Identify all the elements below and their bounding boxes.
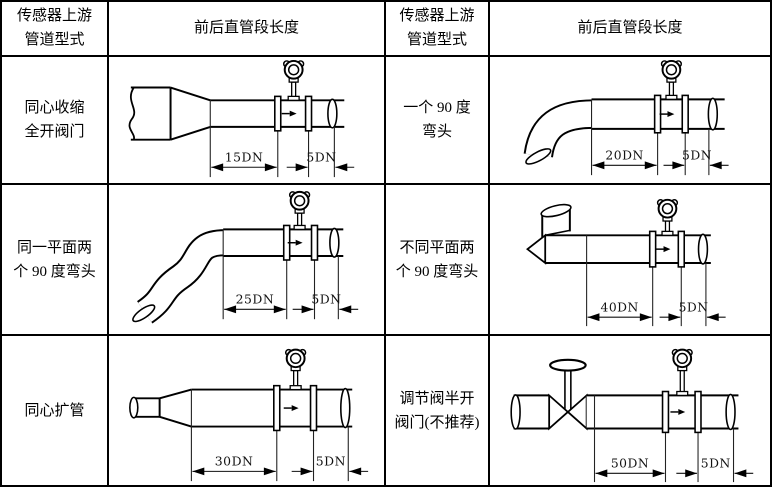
diagram-single-90-degree-elbow: 20DN 5DN: [523, 59, 729, 176]
flow-direction-arrow: [287, 239, 303, 246]
diagram-two-90-degree-elbows-different-planes: 40DN 5DN: [526, 198, 726, 327]
row-label-half-open-control-valve: 调节阀半开 阀门(不推荐): [386, 336, 490, 485]
diagram-cell: 50DN 5DN: [490, 336, 770, 485]
header-line: 管道型式: [406, 31, 467, 48]
downstream-dimension-label: 5DN: [701, 457, 731, 471]
upstream-dimension-label: 20DN: [605, 148, 643, 162]
header-straight-length-right: 前后直管段长度: [490, 2, 770, 57]
flow-direction-arrow: [283, 405, 299, 411]
upstream-dimension-label: 30DN: [215, 455, 254, 469]
diagram-cell: 20DN 5DN: [490, 57, 770, 185]
row-label-single-90-elbow: 一个 90 度 弯头: [386, 57, 490, 185]
header-line: 前后直管段长度: [193, 19, 299, 36]
flow-direction-arrow: [281, 110, 297, 117]
downstream-dimension-label: 5DN: [311, 292, 341, 306]
upstream-dimension-label: 25DN: [236, 292, 275, 306]
diagram-two-90-degree-elbows-same-plane: 25DN 5DN: [132, 190, 359, 324]
flowmeter-icon: [284, 348, 307, 391]
upstream-dimension-label: 40DN: [601, 300, 639, 314]
header-line: 传感器上游: [399, 8, 475, 25]
flow-direction-arrow: [670, 409, 686, 415]
diagram-cell: 40DN 5DN: [490, 185, 770, 336]
flow-direction-arrow: [659, 111, 675, 118]
downstream-dimension-label: 5DN: [679, 300, 709, 314]
header-line: 前后直管段长度: [577, 19, 683, 36]
header-upstream-type-right: 传感器上游 管道型式: [386, 2, 490, 57]
upstream-dimension-label: 50DN: [611, 457, 649, 471]
diagram-concentric-expander: 30DN 5DN: [129, 348, 369, 482]
downstream-dimension-label: 5DN: [306, 150, 336, 164]
flowmeter-icon: [660, 59, 683, 100]
row-label-two-elbows-different-planes: 不同平面两 个 90 度弯头: [386, 185, 490, 336]
diagram-cell: 30DN 5DN: [109, 336, 386, 485]
flowmeter-icon: [656, 198, 679, 236]
flowmeter-icon: [671, 348, 693, 397]
diagram-concentric-reducer: 15DN 5DN: [128, 59, 355, 178]
header-straight-length-left: 前后直管段长度: [109, 2, 386, 57]
flow-direction-arrow: [655, 246, 671, 253]
header-upstream-type-left: 传感器上游 管道型式: [2, 2, 109, 57]
flowmeter-icon: [282, 59, 305, 101]
downstream-dimension-label: 5DN: [682, 148, 712, 162]
diagram-cell: 25DN 5DN: [109, 185, 386, 336]
upstream-dimension-label: 15DN: [225, 150, 264, 164]
diagram-half-open-control-valve: 50DN 5DN: [510, 348, 754, 483]
diagram-cell: 15DN 5DN: [109, 57, 386, 185]
flowmeter-icon: [288, 190, 311, 231]
row-label-two-elbows-same-plane: 同一平面两 个 90 度弯头: [2, 185, 109, 336]
header-line: 传感器上游: [16, 8, 92, 25]
row-label-concentric-reducer: 同心收缩 全开阀门: [2, 57, 109, 185]
header-line: 管道型式: [24, 31, 85, 48]
downstream-dimension-label: 5DN: [316, 455, 346, 469]
row-label-concentric-expander: 同心扩管: [2, 336, 109, 485]
